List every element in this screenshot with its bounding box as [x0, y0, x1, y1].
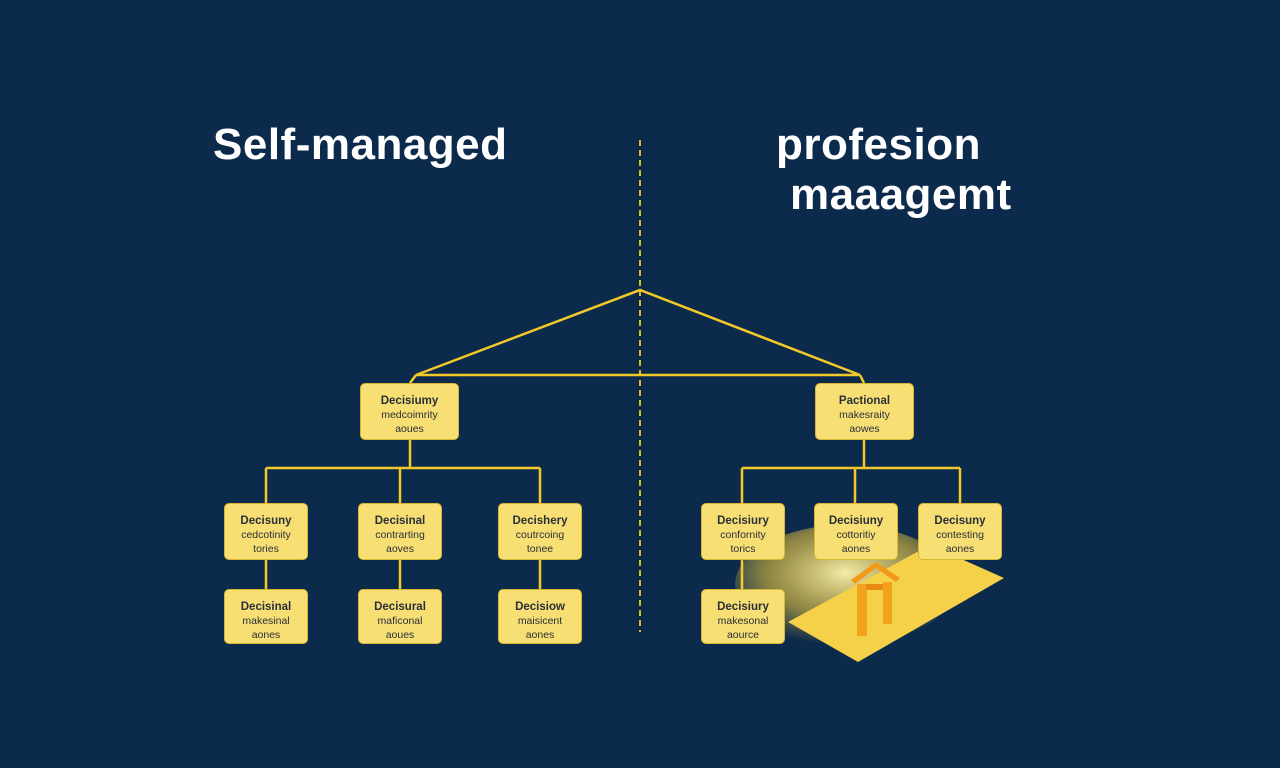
title-professional-management: profesion maaagemt — [776, 120, 1012, 220]
node-footer: aoues — [395, 423, 424, 435]
node-subtitle: cottoritiy — [836, 529, 876, 541]
node-footer: aource — [726, 629, 760, 641]
node-title: Decisural — [374, 601, 426, 613]
node-title: Decishery — [512, 515, 568, 527]
node-title: Decisiury — [717, 515, 769, 527]
right-level2-node-1: Decisiury confornity torics — [701, 503, 785, 560]
node-subtitle: maisicent — [517, 615, 563, 627]
right-root-stub — [858, 374, 866, 384]
node-footer: tories — [253, 543, 279, 555]
node-footer: aoves — [385, 543, 415, 555]
node-title: Decisiumy — [380, 395, 439, 407]
node-subtitle: confornity — [720, 529, 766, 541]
left-level3-node-1: Decisinal makesinal aones — [224, 589, 308, 644]
node-title: Decisuny — [934, 515, 986, 527]
node-footer: aoues — [385, 629, 415, 641]
right-tree-connectors — [740, 440, 962, 589]
right-level2-node-2: Decisiuny cottoritiy aones — [814, 503, 898, 560]
node-footer: aowes — [849, 423, 880, 435]
title-right-line-1: profesion — [776, 120, 981, 169]
node-footer: aones — [945, 543, 975, 555]
right-root-node: Pactional makesraity aowes — [815, 383, 914, 440]
node-title: Decisinal — [374, 515, 426, 527]
node-footer: torics — [730, 543, 756, 555]
left-level3-node-3: Decisiow maisicent aones — [498, 589, 582, 644]
node-subtitle: contesting — [936, 529, 984, 541]
house-icon — [851, 562, 900, 636]
node-subtitle: maficonal — [377, 615, 423, 627]
left-level2-node-1: Decisuny cedcotinity tories — [224, 503, 308, 560]
node-title: Decisiow — [515, 601, 565, 613]
node-footer: aones — [525, 629, 555, 641]
node-subtitle: contrarting — [375, 529, 425, 541]
highlight-platform — [788, 545, 1004, 662]
right-level3-node-1: Decisiury makesonal aource — [701, 589, 785, 644]
node-subtitle: makesraity — [839, 409, 890, 421]
title-right-line-2: maaagemt — [790, 170, 1012, 219]
right-level2-node-3: Decisuny contesting aones — [918, 503, 1002, 560]
node-title: Decisiury — [717, 601, 769, 613]
node-subtitle: cedcotinity — [241, 529, 291, 541]
top-triangle-connector — [415, 288, 861, 377]
node-footer: tonee — [526, 543, 554, 555]
left-root-stub — [409, 374, 417, 384]
node-subtitle: medcoimrity — [381, 409, 438, 421]
left-level2-node-3: Decishery coutrcoing tonee — [498, 503, 582, 560]
node-subtitle: makesonal — [717, 615, 769, 627]
node-title: Pactional — [838, 395, 891, 407]
node-title: Decisiuny — [828, 515, 884, 527]
title-self-managed: Self-managed — [213, 120, 508, 169]
node-subtitle: coutrcoing — [515, 529, 565, 541]
left-root-node: Decisiumy medcoimrity aoues — [360, 383, 459, 440]
node-title: Decisuny — [240, 515, 292, 527]
left-level3-node-2: Decisural maficonal aoues — [358, 589, 442, 644]
node-footer: aones — [841, 543, 871, 555]
left-tree-connectors — [264, 440, 542, 589]
left-level2-node-2: Decisinal contrarting aoves — [358, 503, 442, 560]
node-footer: aones — [251, 629, 281, 641]
node-title: Decisinal — [240, 601, 292, 613]
node-subtitle: makesinal — [242, 615, 290, 627]
